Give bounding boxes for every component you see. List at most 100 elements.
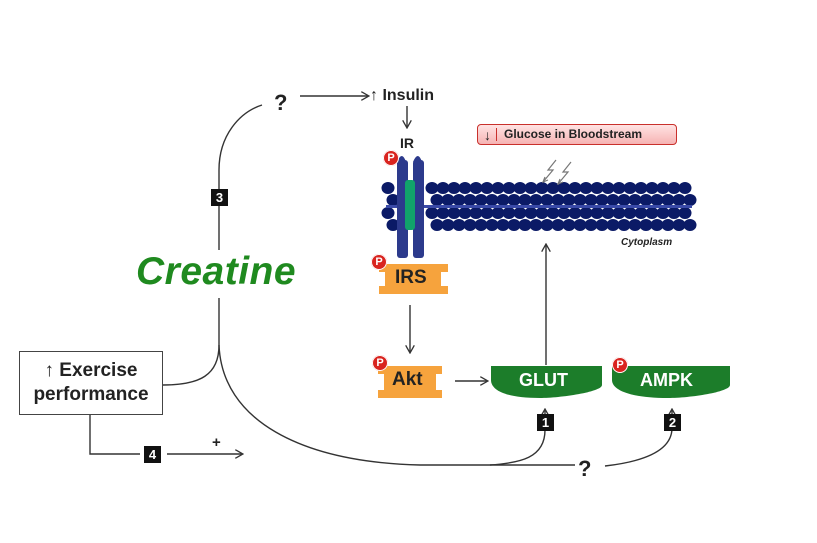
membrane-bead <box>491 207 505 219</box>
irs-label: IRS <box>395 267 427 288</box>
membrane-bead <box>562 194 576 206</box>
membrane-bead <box>639 194 653 206</box>
membrane-bead <box>425 182 439 194</box>
membrane-bead <box>524 182 538 194</box>
membrane-bead <box>425 207 439 219</box>
step-2-badge: 2 <box>664 414 681 431</box>
membrane-bead <box>546 207 560 219</box>
membrane-bead <box>595 219 609 231</box>
membrane-bead <box>606 194 620 206</box>
membrane-bead <box>683 194 697 206</box>
membrane-bead <box>568 207 582 219</box>
ir-phospho-badge: P <box>383 150 399 166</box>
membrane-bead <box>485 219 499 231</box>
membrane-bead <box>551 194 565 206</box>
membrane-bead <box>656 182 670 194</box>
membrane-bead <box>557 182 571 194</box>
membrane-bead <box>386 219 400 231</box>
glucose-in-bloodstream-label: ↓ Glucose in Bloodstream <box>477 124 677 145</box>
membrane-bead <box>430 194 444 206</box>
membrane-bead <box>502 182 516 194</box>
membrane-bead <box>628 219 642 231</box>
down-arrow-icon: ↓ <box>484 127 491 143</box>
ampk-kinase <box>612 366 730 398</box>
irs-phospho-badge: P <box>371 254 387 270</box>
membrane-bead <box>573 219 587 231</box>
membrane-bead <box>634 207 648 219</box>
membrane-bead <box>463 219 477 231</box>
membrane-bead <box>381 207 395 219</box>
membrane-bead <box>463 194 477 206</box>
step-4-badge: 4 <box>144 446 161 463</box>
membrane-bead <box>469 207 483 219</box>
membrane-bead <box>590 182 604 194</box>
membrane-bead <box>529 219 543 231</box>
membrane-bead <box>617 219 631 231</box>
membrane-bead <box>656 207 670 219</box>
membrane-bead <box>601 182 615 194</box>
membrane-bead <box>524 207 538 219</box>
glucose-entry-arrows <box>541 159 572 186</box>
cell-membrane <box>381 182 697 231</box>
ampk-phospho-badge: P <box>612 357 628 373</box>
membrane-bead <box>623 182 637 194</box>
membrane-bead <box>507 194 521 206</box>
membrane-bead <box>612 207 626 219</box>
membrane-bead <box>496 219 510 231</box>
membrane-bead <box>502 207 516 219</box>
membrane-bead <box>645 182 659 194</box>
membrane-bead <box>661 194 675 206</box>
membrane-bead <box>513 182 527 194</box>
membrane-bead <box>480 207 494 219</box>
membrane-bead <box>441 194 455 206</box>
glucose-text: Glucose in Bloodstream <box>504 127 643 141</box>
membrane-bead <box>529 194 543 206</box>
membrane-bead <box>584 194 598 206</box>
membrane-bead <box>496 194 510 206</box>
membrane-bead <box>557 207 571 219</box>
akt-protein <box>378 366 442 398</box>
membrane-bead <box>491 182 505 194</box>
membrane-bead <box>436 182 450 194</box>
membrane-bead <box>507 219 521 231</box>
ampk-label: AMPK <box>640 370 693 390</box>
exercise-line-1: ↑ Exercise <box>44 360 138 381</box>
membrane-bead <box>452 219 466 231</box>
membrane-bead <box>513 207 527 219</box>
membrane-bead <box>458 207 472 219</box>
membrane-bead <box>568 182 582 194</box>
membrane-bead <box>447 182 461 194</box>
exercise-performance-box: ↑ Exercise performance <box>19 351 163 415</box>
insulin-label: ↑ Insulin <box>370 87 434 104</box>
unknown-mechanism-bottom: ? <box>578 456 592 481</box>
akt-phospho-badge: P <box>372 355 388 371</box>
membrane-bead <box>628 194 642 206</box>
membrane-bead <box>535 207 549 219</box>
membrane-bead <box>623 207 637 219</box>
creatine-title: Creatine <box>136 250 297 293</box>
exercise-line-2: performance <box>33 384 149 405</box>
glucose-divider <box>496 128 497 141</box>
membrane-bead <box>540 194 554 206</box>
membrane-bead <box>518 194 532 206</box>
glut-transporter <box>491 366 602 398</box>
plus-sign: + <box>212 434 221 451</box>
membrane-bead <box>639 219 653 231</box>
membrane-bead <box>678 182 692 194</box>
membrane-bead <box>683 219 697 231</box>
membrane-bead <box>551 219 565 231</box>
membrane-bead <box>601 207 615 219</box>
membrane-bead <box>535 182 549 194</box>
membrane-bead <box>562 219 576 231</box>
membrane-bead <box>612 182 626 194</box>
cytoplasm-label: Cytoplasm <box>621 237 673 248</box>
membrane-bead <box>678 207 692 219</box>
membrane-bead <box>617 194 631 206</box>
step-3-badge: 3 <box>211 189 228 206</box>
membrane-bead <box>436 207 450 219</box>
membrane-bead <box>441 219 455 231</box>
membrane-bead <box>579 207 593 219</box>
membrane-bead <box>650 194 664 206</box>
akt-label: Akt <box>392 369 423 390</box>
